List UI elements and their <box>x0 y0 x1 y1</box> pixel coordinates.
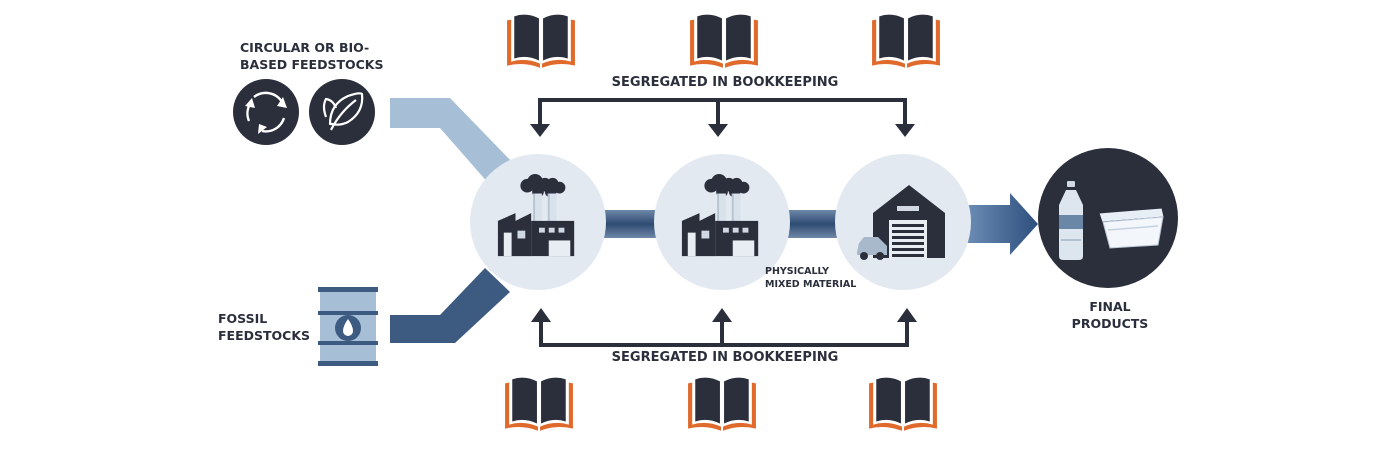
oil-barrel-icon <box>318 287 378 366</box>
circular-feedstocks-label: CIRCULAR OR BIO- BASED FEEDSTOCKS <box>240 39 420 73</box>
car-icon <box>857 237 887 260</box>
book-icon <box>872 14 940 68</box>
bio-feed-stream <box>390 98 515 185</box>
final-products-circle <box>1038 148 1178 288</box>
book-icon <box>688 377 756 431</box>
fossil-label-line2: FEEDSTOCKS <box>218 328 311 343</box>
bottom-arrowheads <box>531 308 917 322</box>
segregated-bottom-label: SEGREGATED IN BOOKKEEPING <box>611 350 839 365</box>
output-arrow <box>966 193 1038 255</box>
leaf-icon <box>322 92 364 131</box>
warehouse-circle <box>835 154 971 290</box>
bottle-icon <box>1059 181 1083 260</box>
book-icon <box>505 377 573 431</box>
fossil-label-line1: FOSSIL <box>218 311 268 326</box>
top-arrowheads <box>530 124 915 137</box>
final-products-label: FINAL PRODUCTS <box>1060 298 1160 332</box>
recycle-circle <box>233 79 299 145</box>
circular-label-line1: CIRCULAR OR BIO- <box>240 40 370 55</box>
pipe-2 <box>784 210 844 238</box>
fossil-feedstocks-label: FOSSIL FEEDSTOCKS <box>218 310 338 344</box>
container-icon <box>1098 207 1165 249</box>
book-icon <box>507 14 575 68</box>
pipe-1 <box>600 210 662 238</box>
factory-circle-2 <box>654 154 790 290</box>
leaf-circle <box>309 79 375 145</box>
top-bookkeeping-bracket <box>538 98 907 128</box>
final-label-line1: FINAL <box>1089 299 1131 314</box>
book-icon <box>869 377 937 431</box>
mixed-label-line2: MIXED MATERIAL <box>765 279 857 290</box>
factory-circle-1 <box>470 154 606 290</box>
segregated-top-label: SEGREGATED IN BOOKKEEPING <box>611 75 839 90</box>
fossil-feed-stream <box>390 268 510 343</box>
warehouse-icon <box>873 185 945 258</box>
physically-mixed-label: PHYSICALLY MIXED MATERIAL <box>765 265 875 291</box>
circular-label-line2: BASED FEEDSTOCKS <box>240 57 384 72</box>
final-label-line2: PRODUCTS <box>1071 316 1149 331</box>
mixed-label-line1: PHYSICALLY <box>765 266 829 277</box>
book-icon <box>690 14 758 68</box>
bottom-bookkeeping-bracket <box>539 318 909 347</box>
